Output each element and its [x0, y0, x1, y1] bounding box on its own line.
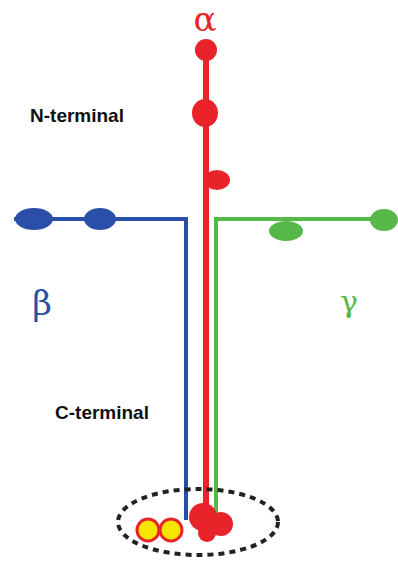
beta-chain: [14, 219, 186, 520]
yellow-domain: [160, 519, 182, 541]
alpha-domain: [204, 170, 230, 190]
alpha-domain: [192, 99, 218, 127]
beta-domain: [84, 208, 116, 230]
gamma-label: γ: [340, 287, 358, 317]
gamma-domain: [269, 221, 303, 241]
beta-domain: [15, 208, 53, 230]
yellow-domain: [137, 519, 159, 541]
gamma-domain: [370, 209, 398, 231]
gamma-chain: [216, 219, 396, 520]
beta-label: β: [32, 286, 52, 320]
region-label: N-terminal: [30, 106, 124, 125]
dashed-region: [118, 489, 278, 555]
alpha-c-domain: [198, 524, 216, 542]
region-label: C-terminal: [55, 403, 149, 422]
alpha-label: α: [194, 2, 217, 36]
alpha-domain: [195, 39, 217, 61]
